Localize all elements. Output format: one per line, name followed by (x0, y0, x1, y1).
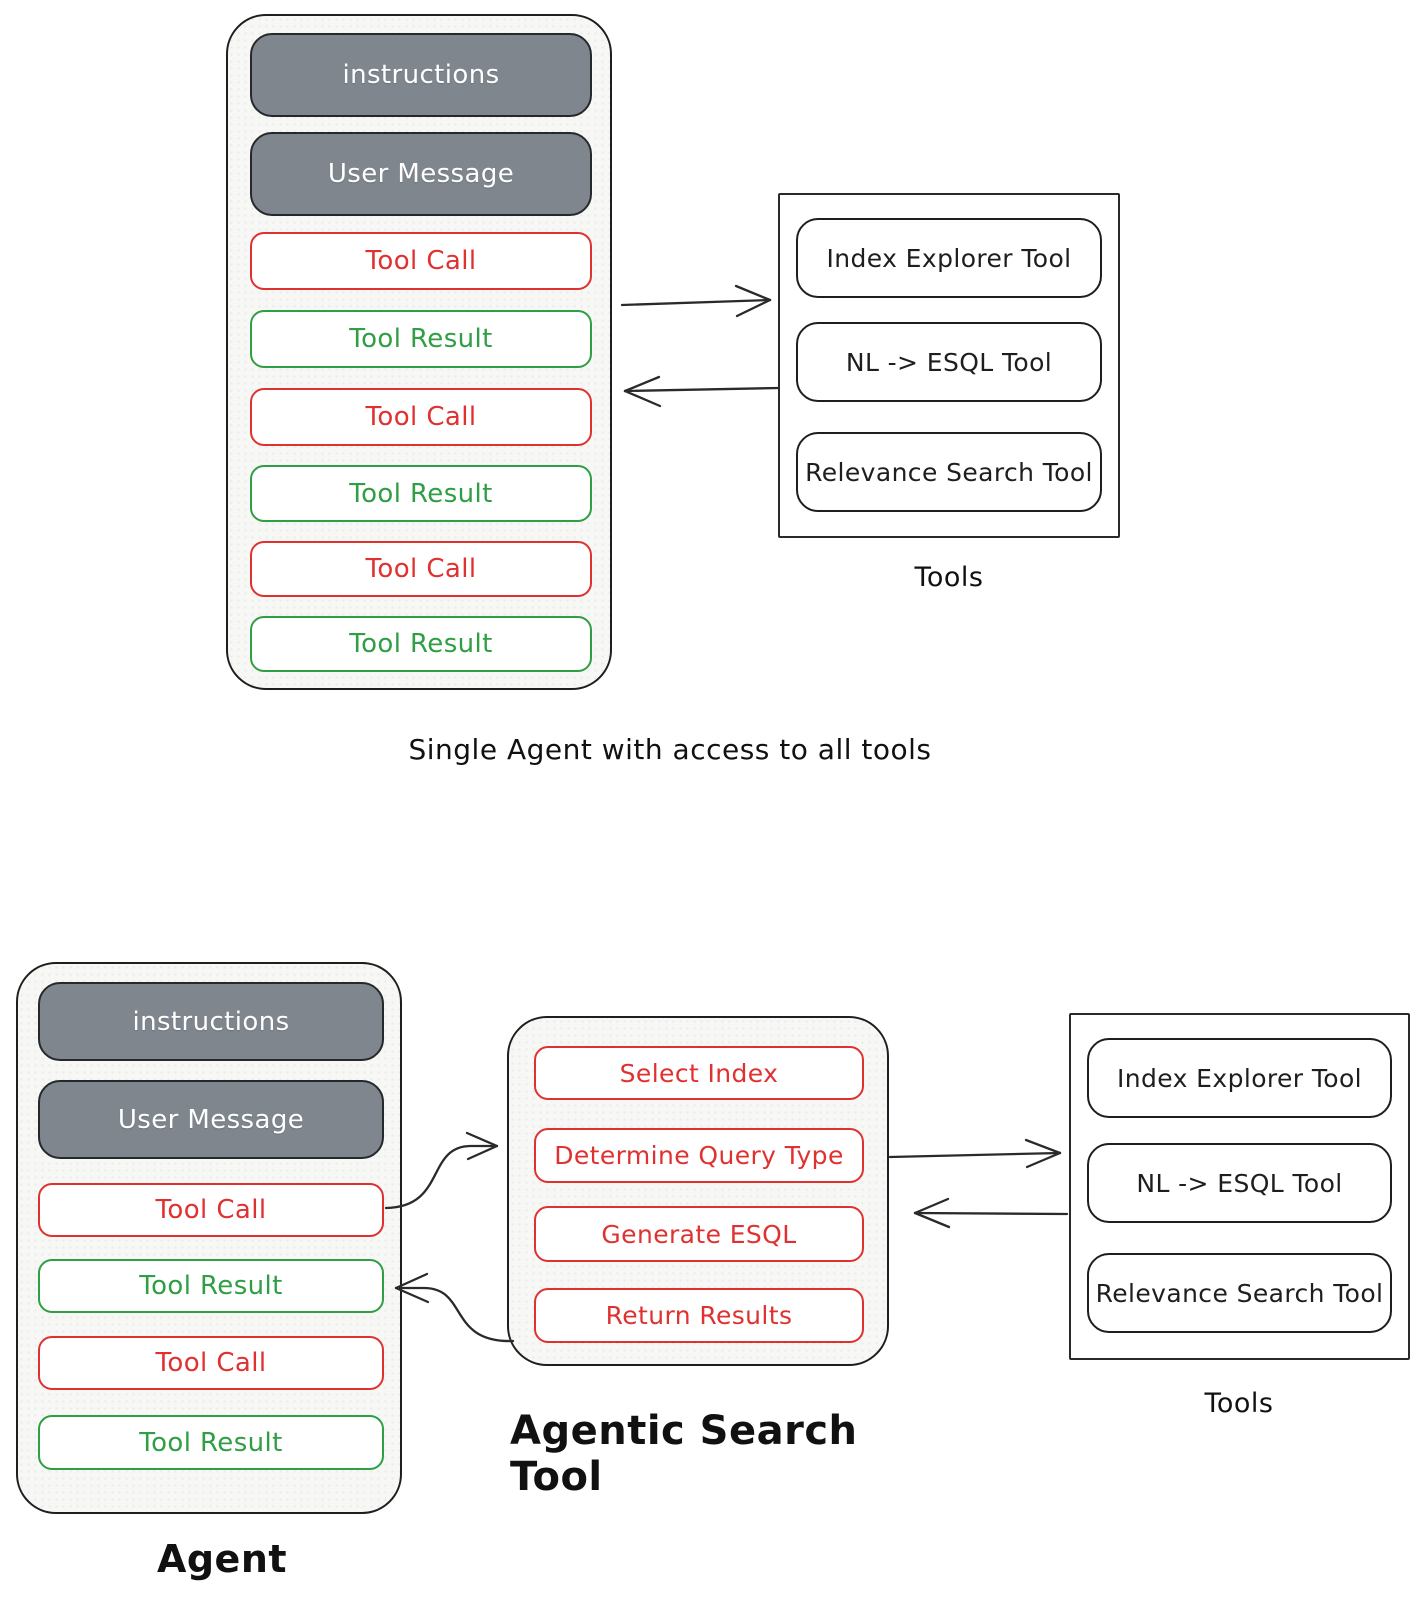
message-row-label: Tool Call (365, 246, 477, 276)
step-generate-esql: Generate ESQL (534, 1206, 864, 1262)
message-row-tool-call: Tool Call (250, 232, 592, 290)
step-determine-query-type: Determine Query Type (534, 1128, 864, 1183)
message-row-tool-call: Tool Call (250, 388, 592, 446)
message-row-label: Tool Call (155, 1195, 267, 1225)
arrow-agentic-tool-to-tools (888, 1138, 1062, 1169)
tool-relevance-search: Relevance Search Tool (796, 432, 1102, 512)
step-select-index: Select Index (534, 1046, 864, 1100)
tools-caption: Tools (914, 562, 984, 593)
tools-caption: Tools (1204, 1388, 1274, 1419)
message-row-label: Tool Result (349, 629, 493, 659)
message-row-tool-result: Tool Result (250, 616, 592, 672)
step-label: Return Results (605, 1301, 793, 1330)
agentic-search-tool-caption: Agentic Search Tool (510, 1408, 858, 1500)
message-row-user-message: User Message (250, 132, 592, 216)
arrow-agent-to-tools (620, 284, 772, 318)
tool-index-explorer: Index Explorer Tool (796, 218, 1102, 298)
step-label: Generate ESQL (601, 1219, 797, 1249)
message-row-user-message: User Message (38, 1080, 384, 1159)
message-row-label: User Message (327, 159, 515, 189)
tool-index-explorer: Index Explorer Tool (1087, 1038, 1392, 1118)
message-row-label: instructions (132, 1006, 290, 1037)
message-row-label: Tool Call (365, 402, 477, 432)
message-row-tool-call: Tool Call (250, 541, 592, 597)
tool-label: NL -> ESQL Tool (1136, 1168, 1343, 1198)
tool-label: Relevance Search Tool (1095, 1278, 1384, 1308)
tool-label: NL -> ESQL Tool (845, 347, 1053, 377)
message-row-tool-call: Tool Call (38, 1336, 384, 1390)
agent-caption: Agent (156, 1537, 288, 1581)
tool-nl-to-esql: NL -> ESQL Tool (796, 322, 1102, 402)
message-row-label: Tool Result (349, 324, 493, 354)
arrow-agentic-tool-to-tool-result (394, 1272, 515, 1343)
message-row-label: Tool Result (349, 478, 493, 509)
message-row-label: Tool Result (139, 1427, 283, 1458)
message-row-label: Tool Call (155, 1348, 267, 1378)
message-row-label: Tool Call (365, 554, 477, 584)
step-label: Determine Query Type (554, 1141, 844, 1170)
message-row-tool-result: Tool Result (250, 310, 592, 368)
message-row-label: instructions (342, 60, 500, 90)
message-row-label: User Message (117, 1104, 305, 1135)
arrow-tools-to-agent (623, 375, 780, 408)
tool-relevance-search: Relevance Search Tool (1087, 1253, 1392, 1333)
step-return-results: Return Results (534, 1288, 864, 1343)
single-agent-caption: Single Agent with access to all tools (408, 733, 932, 766)
message-row-instructions: instructions (38, 982, 384, 1061)
tool-label: Index Explorer Tool (1117, 1063, 1362, 1093)
message-row-tool-call: Tool Call (38, 1183, 384, 1237)
tool-label: Relevance Search Tool (805, 457, 1093, 487)
message-row-instructions: instructions (250, 33, 592, 117)
message-row-tool-result: Tool Result (38, 1415, 384, 1470)
arrow-tool-call-to-agentic-tool (384, 1131, 499, 1210)
tool-label: Index Explorer Tool (826, 243, 1072, 273)
message-row-tool-result: Tool Result (38, 1259, 384, 1313)
message-row-label: Tool Result (139, 1271, 283, 1301)
message-row-tool-result: Tool Result (250, 465, 592, 522)
tool-nl-to-esql: NL -> ESQL Tool (1087, 1143, 1392, 1223)
arrow-tools-to-agentic-tool (913, 1197, 1069, 1229)
step-label: Select Index (619, 1058, 779, 1088)
